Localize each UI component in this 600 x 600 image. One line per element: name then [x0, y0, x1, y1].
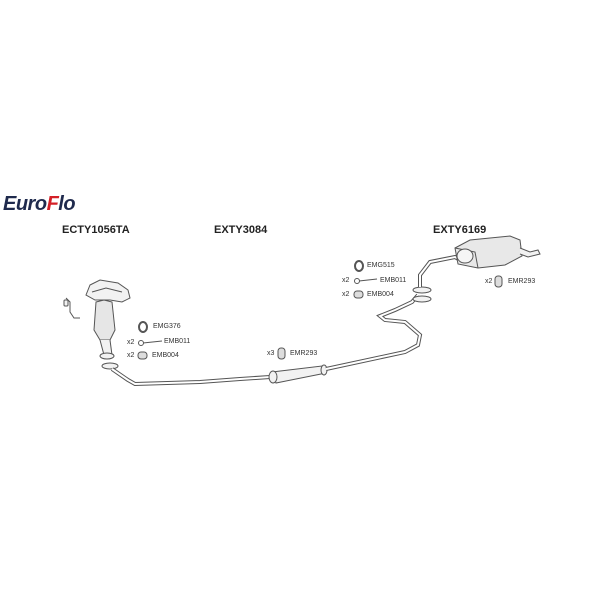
- gasket-ring-icon: [138, 321, 148, 333]
- fitting-qty: x2: [485, 278, 493, 285]
- logo-text-euro: Euro: [3, 193, 47, 215]
- logo-text-accent: F: [46, 193, 59, 215]
- part-code-rear-silencer[interactable]: EXTY6169: [433, 224, 487, 236]
- rear-flange-upper-icon: [412, 286, 432, 294]
- catalytic-converter-icon[interactable]: [63, 279, 131, 360]
- part-code-centre-pipe[interactable]: EXTY3084: [214, 224, 268, 236]
- fitting-label: EMR293: [290, 350, 318, 357]
- front-flange-icon: [101, 362, 119, 370]
- euroflo-logo: EuroFlo: [3, 193, 76, 216]
- spring-nut-icon: [137, 351, 148, 360]
- fitting-label: EMR293: [508, 278, 536, 285]
- spring-nut-icon: [353, 290, 364, 299]
- fitting-label: EMG376: [153, 323, 181, 330]
- rubber-hanger-icon: [277, 347, 286, 360]
- centre-silencer-icon[interactable]: [268, 364, 328, 384]
- part-code-catalyst[interactable]: ECTY1056TA: [62, 224, 130, 236]
- fitting-label: EMB004: [152, 352, 179, 359]
- fitting-qty: x2: [127, 339, 135, 346]
- rear-silencer-icon[interactable]: [454, 235, 541, 269]
- fitting-label: EMG515: [367, 262, 395, 269]
- logo-text-lo: lo: [58, 193, 76, 215]
- gasket-ring-icon: [354, 260, 364, 272]
- fitting-qty: x3: [267, 350, 275, 357]
- fitting-label: EMB011: [164, 338, 191, 345]
- bolt-icon: [354, 278, 378, 284]
- rear-flange-lower-icon: [412, 295, 432, 303]
- fitting-label: EMB011: [380, 277, 407, 284]
- rubber-hanger-icon: [494, 275, 503, 288]
- bolt-icon: [138, 340, 163, 346]
- fitting-qty: x2: [342, 291, 350, 298]
- fitting-qty: x2: [127, 352, 135, 359]
- fitting-label: EMB004: [367, 291, 394, 298]
- fitting-qty: x2: [342, 277, 350, 284]
